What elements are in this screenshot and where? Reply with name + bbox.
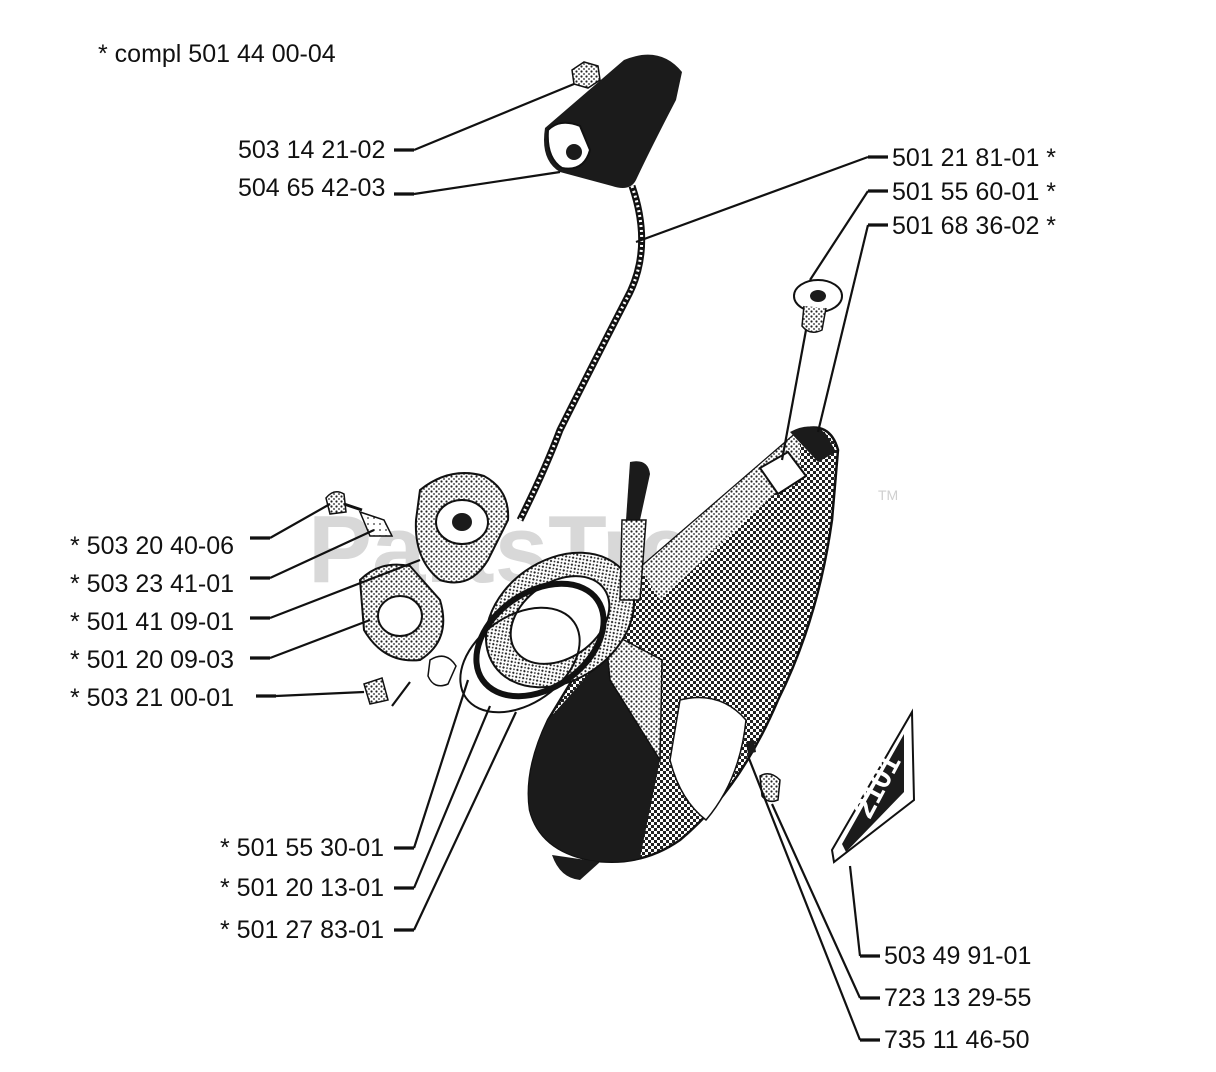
- part-labels: 503 14 21-02 504 65 42-03 501 21 81-01 *…: [70, 136, 1056, 1054]
- part-label-735-11-46-50[interactable]: 735 11 46-50: [884, 1026, 1030, 1054]
- assembly-note: * compl 501 44 00-04: [98, 40, 336, 68]
- part-label-503-20-40-06[interactable]: * 503 20 40-06: [70, 532, 234, 560]
- part-label-501-21-81-01[interactable]: 501 21 81-01 *: [892, 144, 1056, 172]
- part-label-501-20-13-01[interactable]: * 501 20 13-01: [220, 874, 384, 902]
- part-label-503-14-21-02[interactable]: 503 14 21-02: [238, 136, 385, 164]
- part-label-501-55-60-01[interactable]: 501 55 60-01 *: [892, 178, 1056, 206]
- part-label-501-27-83-01[interactable]: * 501 27 83-01: [220, 916, 384, 944]
- part-label-723-13-29-55[interactable]: 723 13 29-55: [884, 984, 1031, 1012]
- part-label-503-21-00-01[interactable]: * 503 21 00-01: [70, 684, 234, 712]
- part-label-501-20-09-03[interactable]: * 501 20 09-03: [70, 646, 234, 674]
- part-label-501-68-36-02[interactable]: 501 68 36-02 *: [892, 212, 1056, 240]
- starter-illustration: 2101: [325, 54, 916, 880]
- leader-lines: [250, 82, 888, 1042]
- part-label-503-49-91-01[interactable]: 503 49 91-01: [884, 942, 1031, 970]
- part-label-504-65-42-03[interactable]: 504 65 42-03: [238, 174, 385, 202]
- part-label-501-55-30-01[interactable]: * 501 55 30-01: [220, 834, 384, 862]
- watermark-tm: TM: [878, 487, 898, 503]
- part-label-501-41-09-01[interactable]: * 501 41 09-01: [70, 608, 234, 636]
- part-label-503-23-41-01[interactable]: * 503 23 41-01: [70, 570, 234, 598]
